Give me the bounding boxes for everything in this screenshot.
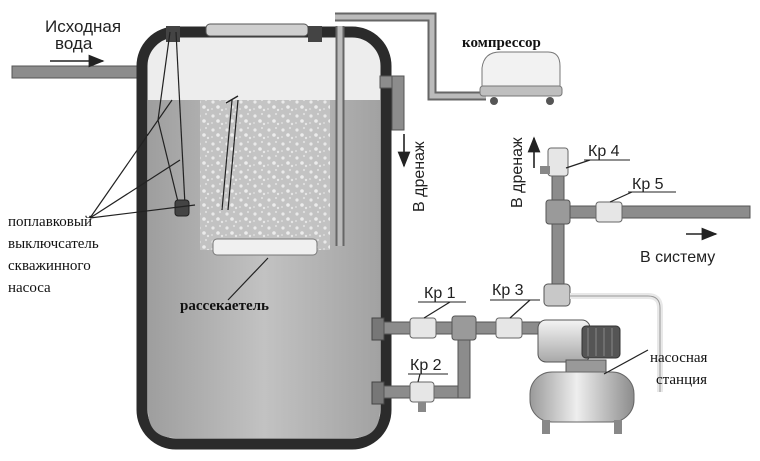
air-bubbles: [200, 100, 330, 250]
pump-station: [529, 149, 663, 434]
diffuser: [212, 238, 318, 256]
source-water-label-line2: вода: [55, 34, 93, 53]
float-switch-label-line2: выключсатель: [8, 236, 99, 252]
pump-station-leader: [603, 349, 649, 375]
valve-5-label: Кр 5: [632, 176, 664, 193]
drain-left-label: В дренаж: [411, 141, 428, 212]
compressor: [479, 51, 563, 105]
pump-station-label-line1: насосная: [650, 350, 708, 366]
valve-3-label: Кр 3: [492, 282, 524, 299]
air-pipe: [335, 12, 486, 246]
valve-5: [595, 201, 623, 223]
lid-clamp-right: [308, 26, 322, 42]
diffuser-leader: [227, 257, 269, 301]
tank-lid: [205, 23, 309, 37]
lid-clamp-left: [166, 26, 180, 42]
pump-station-label-line2: станция: [656, 372, 707, 388]
drain-right-label: В дренаж: [509, 137, 526, 208]
valve-2: [409, 381, 435, 403]
float-switch-label-line3: скважинного: [8, 258, 91, 274]
float-switch-label-line1: поплавковый: [8, 214, 92, 230]
overflow-drain-pipe: [379, 75, 405, 131]
float-switch-label-line4: насоса: [8, 280, 51, 296]
tank: [136, 23, 392, 450]
valve-2-label: Кр 2: [410, 357, 442, 374]
valve-3: [495, 317, 523, 339]
valve-1: [409, 317, 437, 339]
valve-4: [547, 147, 569, 177]
valve-4-label: Кр 4: [588, 143, 620, 160]
system-label: В систему: [640, 249, 715, 266]
upper-right-piping: [545, 199, 751, 225]
compressor-label: компрессор: [462, 35, 541, 51]
source-water-label-line1: Исходная: [45, 17, 121, 36]
valve-1-label: Кр 1: [424, 285, 456, 302]
diffuser-label: рассекаетель: [180, 298, 269, 314]
float-switch-leaders: [89, 99, 196, 219]
